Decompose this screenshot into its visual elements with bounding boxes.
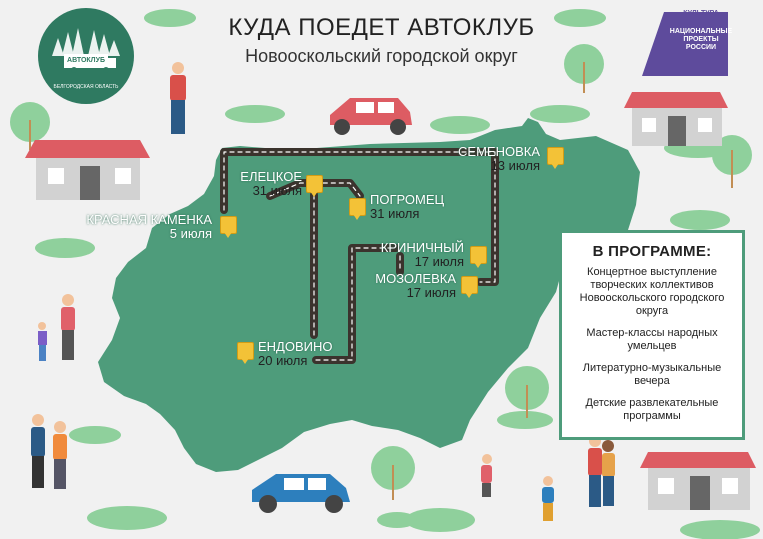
program-item: Литературно-музыкальные вечера (582, 362, 722, 387)
national-projects-text: КУЛЬТУРА НАЦИОНАЛЬНЫЕ ПРОЕКТЫ РОССИИ (660, 10, 742, 52)
stop-semenovka: СЕМЕНОВКА 13 июля (440, 145, 540, 173)
district-shape (98, 118, 640, 472)
stop-krasnaya-kamenka: КРАСНАЯ КАМЕНКА 5 июля (70, 213, 212, 241)
logo-region: БЕЛГОРОДСКАЯ ОБЛАСТЬ (53, 84, 119, 90)
forest-truck-icon (52, 28, 120, 73)
stop-date: 5 июля (169, 226, 212, 241)
np-line3: ПРОЕКТЫ (683, 36, 719, 43)
logo-name: АВТОКЛУБ (67, 57, 105, 64)
stop-date: 31 июля (252, 183, 302, 198)
program-box: В ПРОГРАММЕ: Концертное выступление твор… (559, 230, 745, 440)
pin-endovino (237, 342, 254, 364)
stop-krinichny: КРИНИЧНЫЙ 17 июля (360, 241, 464, 269)
stop-eletskoe: ЕЛЕЦКОЕ 31 июля (210, 170, 302, 198)
np-line1: КУЛЬТУРА (683, 10, 719, 17)
stop-name: СЕМЕНОВКА (458, 144, 540, 159)
stop-name: ЕЛЕЦКОЕ (240, 169, 302, 184)
stop-date: 17 июля (414, 254, 464, 269)
stop-date: 17 июля (406, 285, 456, 300)
stop-date: 20 июля (258, 353, 308, 368)
stop-name: КРИНИЧНЫЙ (380, 240, 464, 255)
program-item: Детские развлекательные программы (585, 397, 719, 422)
stop-name: КРАСНАЯ КАМЕНКА (86, 212, 212, 227)
stop-date: 31 июля (370, 206, 420, 221)
program-item: Мастер-классы народных умельцев (586, 327, 718, 352)
autoclub-logo: АВТОКЛУБ БЕЛГОРОДСКАЯ ОБЛАСТЬ (38, 8, 134, 104)
pin-eletskoe (306, 175, 323, 197)
pin-krasnaya-kamenka (220, 216, 237, 238)
pin-krinichny (470, 246, 487, 268)
page-subtitle: Новооскольский городской округ (245, 46, 518, 66)
stop-mozolevka: МОЗОЛЕВКА 17 июля (360, 272, 456, 300)
program-title: В ПРОГРАММЕ: (592, 243, 712, 260)
stop-pogromets: ПОГРОМЕЦ 31 июля (370, 193, 460, 221)
program-list: Концертное выступление творческих коллек… (570, 266, 734, 423)
stop-name: ЕНДОВИНО (258, 339, 333, 354)
pin-pogromets (349, 198, 366, 220)
np-line2: НАЦИОНАЛЬНЫЕ (669, 28, 733, 35)
page-title: КУДА ПОЕДЕТ АВТОКЛУБ (228, 14, 535, 41)
autoclub-route (220, 148, 499, 364)
stop-name: ПОГРОМЕЦ (370, 192, 445, 207)
stop-name: МОЗОЛЕВКА (375, 271, 456, 286)
stop-date: 13 июля (490, 158, 540, 173)
program-item: Концертное выступление творческих коллек… (579, 266, 725, 317)
np-line4: РОССИИ (685, 44, 717, 51)
pin-mozolevka (461, 276, 478, 298)
national-projects-logo (642, 12, 728, 76)
stop-endovino: ЕНДОВИНО 20 июля (258, 340, 348, 368)
pin-semenovka (547, 147, 564, 169)
